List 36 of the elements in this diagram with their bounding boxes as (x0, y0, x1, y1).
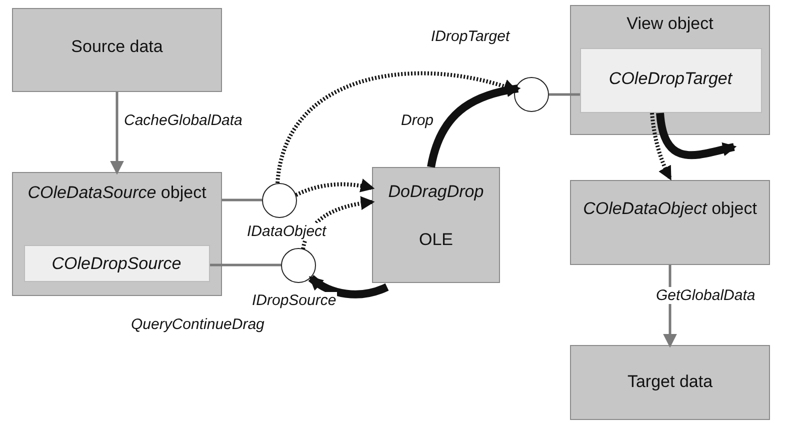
class-box (24, 244, 210, 282)
node-label: Source data (70, 37, 164, 57)
process-box (570, 180, 770, 265)
node-label: View object (626, 14, 714, 34)
node-label: COleDropSource (50, 254, 182, 274)
process-box (372, 167, 500, 283)
edge-label: GetGlobalData (655, 287, 756, 304)
node-label: OLE (418, 230, 454, 250)
process-box (570, 5, 770, 135)
interface-circle (514, 77, 549, 112)
class-box (580, 48, 762, 112)
arrow (110, 92, 124, 175)
node-label: COleDataSource object (26, 183, 208, 203)
edge-label: QueryContinueDrag (130, 316, 266, 333)
arrow (427, 83, 521, 168)
interface-label: IDropSource (251, 292, 338, 309)
process-box (570, 345, 770, 420)
arrow (650, 112, 672, 180)
edge-label: Drop (400, 112, 435, 129)
interface-label: IDataObject (246, 223, 328, 240)
node-label: DoDragDrop (387, 182, 485, 202)
connector-line (222, 198, 262, 202)
interface-circle (281, 248, 316, 283)
edge-label: IDropTarget (430, 28, 511, 45)
connector-line (210, 264, 281, 266)
process-box (12, 172, 222, 296)
arrow (301, 196, 375, 250)
process-box (12, 8, 222, 92)
interface-circle (262, 183, 297, 218)
node-label: COleDataObject object (582, 199, 758, 219)
arrow (656, 112, 737, 160)
node-label: COleDropTarget (608, 68, 734, 88)
node-label: Target data (626, 372, 714, 392)
arrow (308, 274, 389, 298)
arrow (295, 178, 375, 197)
connector-line (549, 93, 580, 96)
